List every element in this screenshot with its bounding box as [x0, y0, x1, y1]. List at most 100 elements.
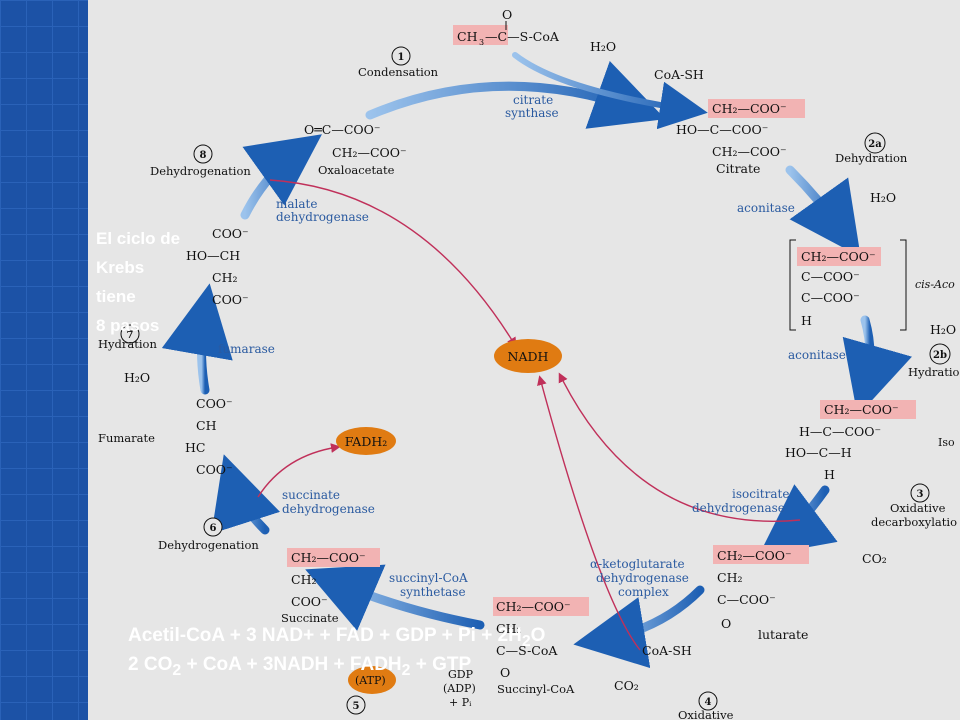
step-8-label: Dehydrogenation [150, 164, 251, 178]
nadh-label: NADH [508, 349, 549, 364]
akg-line-1: CH₂—COO⁻ [717, 548, 792, 563]
step-1-number: 1 [398, 52, 405, 63]
enzyme-succinyl-coa-2: synthetase [400, 585, 466, 599]
water-4: H₂O [124, 370, 150, 385]
enzyme-akg-3: complex [618, 585, 669, 599]
oxaloacetate-label: Oxaloacetate [318, 163, 395, 177]
fumarate-line-2: CH [196, 418, 217, 433]
succinate-line-2: CH₂ [291, 572, 316, 587]
slide-background-pattern [0, 0, 88, 720]
akg-line-2: CH₂ [717, 570, 742, 585]
isocitrate-line-3: HO—C—H [785, 445, 852, 460]
step-4-label: Oxidative [678, 708, 734, 720]
succinate-line-1: CH₂—COO⁻ [291, 550, 366, 565]
equation-products-b: + CoA + 3NADH + FADH [181, 654, 402, 675]
succinylcoa-line-2: CH₂ [496, 621, 521, 636]
step-6-number: 6 [210, 523, 217, 534]
atp-label: (ATP) [355, 674, 386, 687]
step-2a-label: Dehydration [835, 151, 908, 165]
isocitrate-line-2: H—C—COO⁻ [799, 424, 881, 439]
enzyme-isocitrate-1: isocitrate [732, 487, 789, 501]
fumarate-line-1: COO⁻ [196, 396, 233, 411]
step-2a-number: 2a [868, 139, 882, 150]
step-2b-label: Hydratio [908, 365, 960, 379]
enzyme-aconitase-1: aconitase [737, 201, 795, 215]
equation-products-c: + GTP [410, 654, 472, 675]
fumarate-label: Fumarate [98, 431, 155, 445]
step-8-number: 8 [200, 150, 207, 161]
gtp-ellipse [348, 666, 396, 694]
succinylcoa-label: Succinyl-CoA [497, 682, 575, 696]
step-1-label: Condensation [358, 65, 439, 79]
equation-reactants-text: Acetil-CoA + 3 NAD+ + FAD + GDP + Pi + 2… [128, 625, 522, 646]
succinate-line-3: COO⁻ [291, 594, 328, 609]
step-2b-number: 2b [933, 350, 947, 361]
acetyl-ch-sub: 3 [479, 38, 484, 47]
side-caption: El ciclo de Krebs tiene 8 pasos [96, 229, 181, 335]
enzyme-citrate-synthase-2: synthase [505, 106, 559, 120]
acetyl-o: O [502, 7, 512, 22]
co2-1: CO₂ [862, 551, 887, 566]
step-circles [120, 46, 951, 715]
enzyme-sdh-1: succinate [282, 488, 340, 502]
cis-line-1: CH₂—COO⁻ [801, 249, 876, 264]
oxaloacetate-line-2: CH₂—COO⁻ [332, 145, 407, 160]
cis-line-2: C—COO⁻ [801, 269, 860, 284]
malate-line-3: CH₂ [212, 270, 237, 285]
equation-reactants-sub: 2 [521, 632, 531, 650]
akg-line-3: C—COO⁻ [717, 592, 776, 607]
malate-line-1: COO⁻ [212, 226, 249, 241]
coash-1: CoA-SH [654, 67, 704, 82]
oxaloacetate-line-1: O═C—COO⁻ [304, 122, 381, 137]
citrate-line-2: HO—C—COO⁻ [676, 122, 768, 137]
citrate-line-1: CH₂—COO⁻ [712, 101, 787, 116]
step-7-label: Hydration [98, 337, 157, 351]
enzyme-mdh-1: malate [276, 197, 317, 211]
succinate-label: Succinate [281, 611, 339, 625]
malate-line-2: HO—CH [186, 248, 240, 263]
equation-reactants: Acetil-CoA + 3 NAD+ + FAD + GDP + Pi + 2… [128, 625, 545, 651]
highlight-boxes [287, 25, 916, 616]
equation-products-a: 2 CO [128, 654, 173, 675]
acetyl-ch: CH [457, 29, 478, 44]
enzyme-akg-1: α-ketoglutarate [590, 557, 685, 571]
step-3-number: 3 [917, 489, 924, 500]
isocitrate-line-4: H [824, 467, 835, 482]
water-2: H₂O [870, 190, 896, 205]
step-3-label-2: decarboxylatio [871, 515, 957, 529]
malate-line-4: COO⁻ [212, 292, 249, 307]
step-7-number: 7 [127, 330, 134, 341]
fadh2-ellipse [336, 427, 396, 455]
co2-2: CO₂ [614, 678, 639, 693]
cis-aconitate-label: cis-Aco [915, 278, 955, 291]
enzyme-succinyl-coa-1: succinyl-CoA [389, 571, 468, 585]
step-4-number: 4 [705, 697, 712, 708]
enzyme-aconitase-2: aconitase [788, 348, 846, 362]
pi-label: + Pᵢ [449, 696, 472, 709]
equation-products-b-sub: 2 [401, 661, 411, 679]
succinylcoa-line-3: C—S-CoA [496, 643, 558, 658]
akg-label: lutarate [758, 627, 808, 642]
cis-line-4: H [801, 313, 812, 328]
isocitrate-label: Iso [938, 436, 955, 449]
citrate-label: Citrate [716, 161, 760, 176]
adp-label: (ADP) [443, 682, 476, 695]
succinylcoa-line-1: CH₂—COO⁻ [496, 599, 571, 614]
step-6-label: Dehydrogenation [158, 538, 259, 552]
enzyme-isocitrate-2: dehydrogenase [692, 501, 785, 515]
enzyme-fumarase: fumarase [218, 342, 275, 356]
equation-reactants-tail: O [530, 625, 546, 646]
enzyme-citrate-synthase-1: citrate [513, 93, 553, 107]
equation-products: 2 CO2 + CoA + 3NADH + FADH2 + GTP [128, 654, 471, 680]
enzyme-mdh-2: dehydrogenase [276, 210, 369, 224]
succinylcoa-line-4: O [500, 665, 510, 680]
isocitrate-line-1: CH₂—COO⁻ [824, 402, 899, 417]
fumarate-line-4: COO⁻ [196, 462, 233, 477]
gdp-label: GDP [448, 668, 474, 681]
enzyme-akg-2: dehydrogenase [596, 571, 689, 585]
acetyl-rest: —C—S-CoA [485, 29, 560, 44]
fumarate-line-3: HC [185, 440, 205, 455]
water-3: H₂O [930, 322, 956, 337]
